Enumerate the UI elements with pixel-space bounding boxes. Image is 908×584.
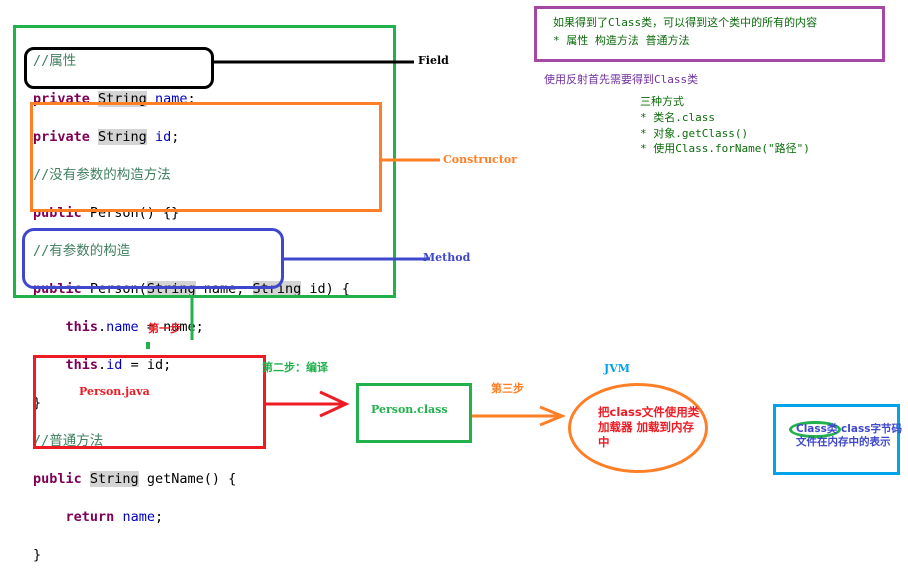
class-keyword: Class类	[796, 423, 838, 435]
assign-name-line: this.name = name;	[65, 319, 204, 335]
class-object-text: Class类 class字节码文件在内存中的表示	[796, 423, 906, 449]
field-id-line: private String id;	[33, 129, 180, 145]
way-item-3: * 使用Class.forName("路径")	[640, 142, 810, 155]
class-keyword-ellipse	[789, 421, 841, 438]
field-label: Field	[418, 54, 449, 67]
class-object-box	[773, 404, 900, 475]
comment-noarg: //没有参数的构造方法	[33, 167, 171, 183]
step3-label: 第三步	[491, 382, 524, 395]
field-highlight-box	[24, 47, 214, 89]
step1-label: 第一步	[148, 322, 181, 335]
assign-id-line: this.id = id;	[65, 357, 172, 373]
person-class-label: Person.class	[371, 403, 448, 416]
method-highlight-box	[22, 228, 284, 289]
constructor-highlight-box	[30, 102, 382, 212]
info-note-box: 如果得到了Class类，可以得到这个类中的所有的内容 * 属性 构造方法 普通方…	[534, 6, 885, 62]
method-line: public String getName() {	[33, 471, 237, 487]
load-arrow	[472, 405, 566, 427]
person-class-box	[356, 383, 472, 443]
class-loader-ellipse	[568, 383, 708, 473]
method-label: Method	[423, 251, 471, 264]
return-line: return name;	[65, 509, 164, 525]
close-method-line: }	[33, 547, 42, 563]
ways-title: 三种方式	[640, 95, 684, 108]
person-java-label: Person.java	[79, 385, 150, 398]
comment-arg: //有参数的构造	[33, 243, 131, 259]
comment-fields: //属性	[33, 53, 77, 69]
class-loader-text: 把class文件使用类加载器 加载到内存中	[598, 405, 700, 449]
ctor-arg-line: public Person(String name, String id) {	[33, 281, 351, 297]
comment-method: //普通方法	[33, 433, 104, 449]
way-item-2: * 对象.getClass()	[640, 127, 749, 140]
step2-label: 第二步：编译	[262, 361, 328, 374]
way-item-1: * 类名.class	[640, 111, 715, 124]
info-note-line1: 如果得到了Class类，可以得到这个类中的所有的内容	[553, 16, 818, 29]
constructor-label: Constructor	[443, 153, 518, 166]
class-object-description: class字节码文件在内存中的表示	[796, 423, 902, 448]
reflection-note: 使用反射首先需要得到Class类	[544, 73, 699, 86]
class-outline-box	[13, 25, 396, 298]
person-java-box	[33, 355, 266, 449]
close-ctor-line: }	[33, 395, 42, 411]
info-note-line2: * 属性 构造方法 普通方法	[553, 34, 690, 47]
jvm-label: JVM	[604, 362, 630, 375]
